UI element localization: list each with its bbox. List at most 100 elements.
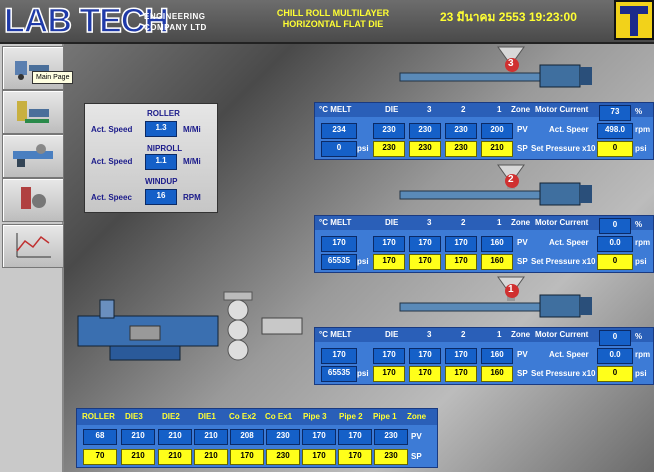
pv-pipe3: 170 bbox=[302, 429, 336, 445]
pv-zone1: 200 bbox=[481, 123, 513, 139]
sp-melt-pressure: 0 bbox=[321, 141, 357, 157]
windup-unit: RPM bbox=[183, 193, 201, 202]
page-title: CHILL ROLL MULTILAYER HORIZONTAL FLAT DI… bbox=[258, 8, 408, 30]
hdr-coex2: Co Ex2 bbox=[229, 412, 257, 421]
sp-die1[interactable]: 210 bbox=[194, 449, 228, 465]
extruder2-graphic bbox=[399, 164, 592, 206]
pv-melt: 170 bbox=[321, 348, 357, 364]
windup-speed-value: 16 bbox=[145, 189, 177, 205]
pv-label: PV bbox=[517, 125, 528, 134]
hdr-die2: DIE2 bbox=[162, 412, 180, 421]
pv-zone1: 160 bbox=[481, 348, 513, 364]
tools-icon bbox=[21, 187, 46, 209]
machine-icon bbox=[15, 61, 49, 80]
hdr-die: DIE bbox=[385, 218, 399, 227]
hdr-zone3: 3 bbox=[427, 330, 432, 339]
sp-roller[interactable]: 70 bbox=[83, 449, 117, 465]
sp-zone2[interactable]: 170 bbox=[445, 366, 477, 382]
motor-current-label: Motor Current bbox=[535, 105, 589, 114]
hdr-pipe1: Pipe 1 bbox=[373, 412, 397, 421]
sp-die[interactable]: 170 bbox=[373, 254, 405, 270]
hdr-zone: Zone bbox=[407, 412, 427, 421]
hdr-die: DIE bbox=[385, 330, 399, 339]
sp-pipe3[interactable]: 170 bbox=[302, 449, 336, 465]
sp-zone1[interactable]: 210 bbox=[481, 141, 513, 157]
pv-die2: 210 bbox=[158, 429, 192, 445]
sp-zone1[interactable]: 160 bbox=[481, 254, 513, 270]
speed-unit: rpm bbox=[635, 125, 651, 134]
nav-extruder-button[interactable] bbox=[2, 90, 64, 134]
set-pressure-value[interactable]: 0 bbox=[597, 141, 633, 157]
production-line-icon bbox=[13, 144, 53, 167]
hdr-die: DIE bbox=[385, 105, 399, 114]
logo-sub1: ENGINEERING bbox=[144, 12, 206, 21]
windup-label: WINDUP bbox=[145, 177, 178, 186]
sp-die3[interactable]: 210 bbox=[121, 449, 155, 465]
extruder3-number: 3 bbox=[508, 58, 514, 69]
pv-die: 170 bbox=[373, 348, 405, 364]
niproll-unit: M/Mi bbox=[183, 157, 201, 166]
hdr-zone2: 2 bbox=[461, 105, 466, 114]
act-speed-value: 498.0 bbox=[597, 123, 633, 139]
sidebar bbox=[0, 44, 64, 472]
niproll-speed-value: 1.1 bbox=[145, 154, 177, 170]
nav-line-button[interactable] bbox=[2, 134, 64, 178]
extruder1-graphic bbox=[399, 276, 592, 318]
hdr-zone: Zone bbox=[511, 330, 531, 339]
logo-main: LAB TECH bbox=[3, 2, 169, 40]
extruder1-number: 1 bbox=[508, 284, 514, 295]
sp-pipe1[interactable]: 230 bbox=[374, 449, 408, 465]
hdr-die3: DIE3 bbox=[125, 412, 143, 421]
nav-trend-button[interactable] bbox=[2, 224, 64, 268]
psi-label: psi bbox=[357, 144, 369, 153]
roller-label: ROLLER bbox=[147, 109, 180, 118]
set-pressure-value[interactable]: 0 bbox=[597, 366, 633, 382]
sp-zone2[interactable]: 230 bbox=[445, 141, 477, 157]
psi-label: psi bbox=[357, 257, 369, 266]
hdr-zone1: 1 bbox=[497, 105, 502, 114]
pv-label: PV bbox=[517, 238, 528, 247]
set-pressure-label: Set Pressure x10 bbox=[531, 257, 596, 266]
sp-zone2[interactable]: 170 bbox=[445, 254, 477, 270]
nav-settings-button[interactable] bbox=[2, 178, 64, 222]
act-speed-label: Act. Speer bbox=[549, 350, 589, 359]
sp-coex2[interactable]: 170 bbox=[230, 449, 264, 465]
niproll-label: NIPROLL bbox=[147, 144, 183, 153]
hdr-zone3: 3 bbox=[427, 105, 432, 114]
extruder2-panel: °C MELT DIE 3 2 1 Zone Motor Current 0 %… bbox=[314, 215, 654, 273]
hdr-melt: °C MELT bbox=[319, 105, 352, 114]
motor-current-label: Motor Current bbox=[535, 330, 589, 339]
pv-coex1: 230 bbox=[266, 429, 300, 445]
pv-zone2: 170 bbox=[445, 348, 477, 364]
sp-die2[interactable]: 210 bbox=[158, 449, 192, 465]
sp-zone3[interactable]: 170 bbox=[409, 254, 441, 270]
motor-current-value: 0 bbox=[599, 330, 631, 346]
motor-current-value: 73 bbox=[599, 105, 631, 121]
pv-pipe1: 230 bbox=[374, 429, 408, 445]
psi-label: psi bbox=[357, 369, 369, 378]
pressure-unit: psi bbox=[635, 144, 647, 153]
zone-table-panel: ROLLER DIE3 DIE2 DIE1 Co Ex2 Co Ex1 Pipe… bbox=[76, 408, 438, 468]
act-speed-label: Act. Speer bbox=[549, 238, 589, 247]
sp-pipe2[interactable]: 170 bbox=[338, 449, 372, 465]
pv-melt: 234 bbox=[321, 123, 357, 139]
set-pressure-label: Set Pressure x10 bbox=[531, 144, 596, 153]
sp-label: SP bbox=[411, 452, 422, 461]
sp-zone3[interactable]: 230 bbox=[409, 141, 441, 157]
speed-unit: rpm bbox=[635, 350, 651, 359]
hdr-zone2: 2 bbox=[461, 330, 466, 339]
pv-coex2: 208 bbox=[230, 429, 264, 445]
sp-zone3[interactable]: 170 bbox=[409, 366, 441, 382]
chill-roll-machine-graphic bbox=[77, 291, 303, 361]
sp-die[interactable]: 170 bbox=[373, 366, 405, 382]
sp-zone1[interactable]: 160 bbox=[481, 366, 513, 382]
set-pressure-value[interactable]: 0 bbox=[597, 254, 633, 270]
sp-coex1[interactable]: 230 bbox=[266, 449, 300, 465]
extruder3-panel: °C MELT DIE 3 2 1 Zone Motor Current 73 … bbox=[314, 102, 654, 160]
pressure-unit: psi bbox=[635, 257, 647, 266]
extruder1-panel: °C MELT DIE 3 2 1 Zone Motor Current 0 %… bbox=[314, 327, 654, 385]
sp-die[interactable]: 230 bbox=[373, 141, 405, 157]
hdr-roller: ROLLER bbox=[82, 412, 115, 421]
brand-t-icon bbox=[614, 0, 654, 40]
roller-speed-value: 1.3 bbox=[145, 121, 177, 137]
